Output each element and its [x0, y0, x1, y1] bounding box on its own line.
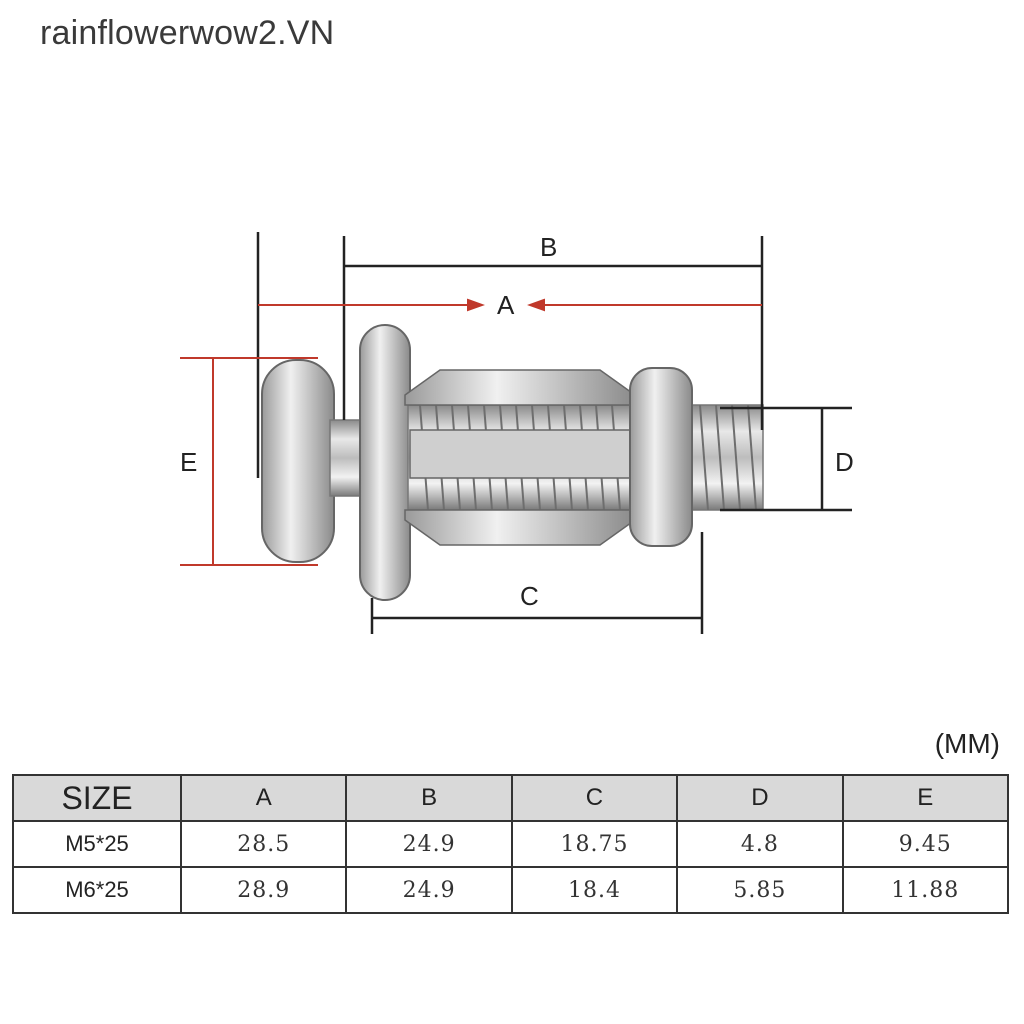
table-row: M6*25 28.9 24.9 18.4 5.85 11.88	[12, 866, 1010, 914]
bolt-diagram: B A E D C	[180, 232, 854, 634]
header-b: B	[345, 774, 513, 822]
cell-c: 18.4	[510, 866, 679, 914]
bolt-illustration	[261, 324, 764, 601]
label-b: B	[540, 232, 557, 262]
label-c: C	[520, 581, 539, 611]
sleeve-collar	[629, 367, 693, 547]
label-d: D	[835, 447, 854, 477]
row-size: M6*25	[12, 866, 182, 914]
table-header-row: SIZE A B C D E	[12, 774, 1010, 822]
sleeve-legs	[404, 369, 636, 546]
cell-d: 5.85	[676, 866, 844, 914]
washer-flange	[359, 324, 411, 601]
cell-c: 18.75	[510, 820, 679, 868]
cell-e: 11.88	[841, 866, 1010, 914]
spec-table: SIZE A B C D E M5*25 28.5 24.9 18.75 4.8…	[12, 774, 1010, 914]
label-e: E	[180, 447, 197, 477]
header-e: E	[841, 774, 1010, 822]
row-size: M5*25	[12, 820, 182, 868]
cell-b: 24.9	[345, 820, 513, 868]
dimension-lines	[256, 232, 852, 634]
bolt-head	[261, 359, 335, 563]
cell-a: 28.9	[179, 866, 348, 914]
header-size: SIZE	[12, 774, 182, 822]
thread-lines	[419, 404, 757, 511]
table-row: M5*25 28.5 24.9 18.75 4.8 9.45	[12, 820, 1010, 868]
watermark-text: rainflowerwow2.VN	[40, 14, 335, 52]
cell-d: 4.8	[676, 820, 844, 868]
label-a: A	[497, 290, 515, 320]
header-d: D	[676, 774, 844, 822]
cell-e: 9.45	[841, 820, 1010, 868]
cell-b: 24.9	[345, 866, 513, 914]
accent-dimension-lines	[180, 298, 762, 566]
header-a: A	[179, 774, 348, 822]
unit-label: (MM)	[934, 728, 1000, 759]
cell-a: 28.5	[179, 820, 348, 868]
header-c: C	[510, 774, 679, 822]
